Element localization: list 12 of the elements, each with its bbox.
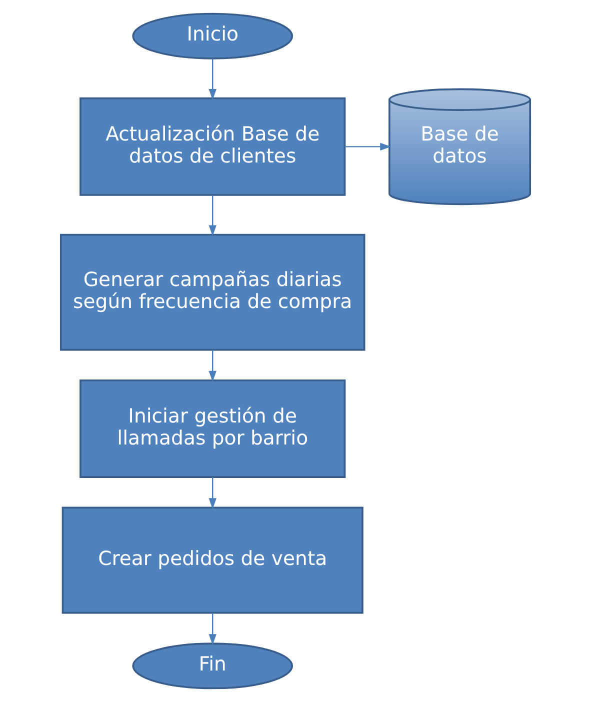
node-ellipse: Fin — [132, 642, 294, 690]
arrow — [208, 195, 216, 236]
arrow — [208, 613, 216, 646]
node-ellipse: Inicio — [132, 12, 294, 60]
node-box: Crear pedidos de venta — [62, 506, 364, 614]
node-box: Actualización Base de datos de clientes — [80, 97, 346, 196]
arrow — [208, 58, 216, 100]
arrow — [344, 142, 392, 151]
node-box: Generar campañas diarias según frecuencia de compra — [60, 234, 366, 351]
arrow — [208, 477, 216, 510]
arrow — [208, 350, 216, 382]
node-box: Iniciar gestión de llamadas por barrio — [80, 379, 346, 478]
